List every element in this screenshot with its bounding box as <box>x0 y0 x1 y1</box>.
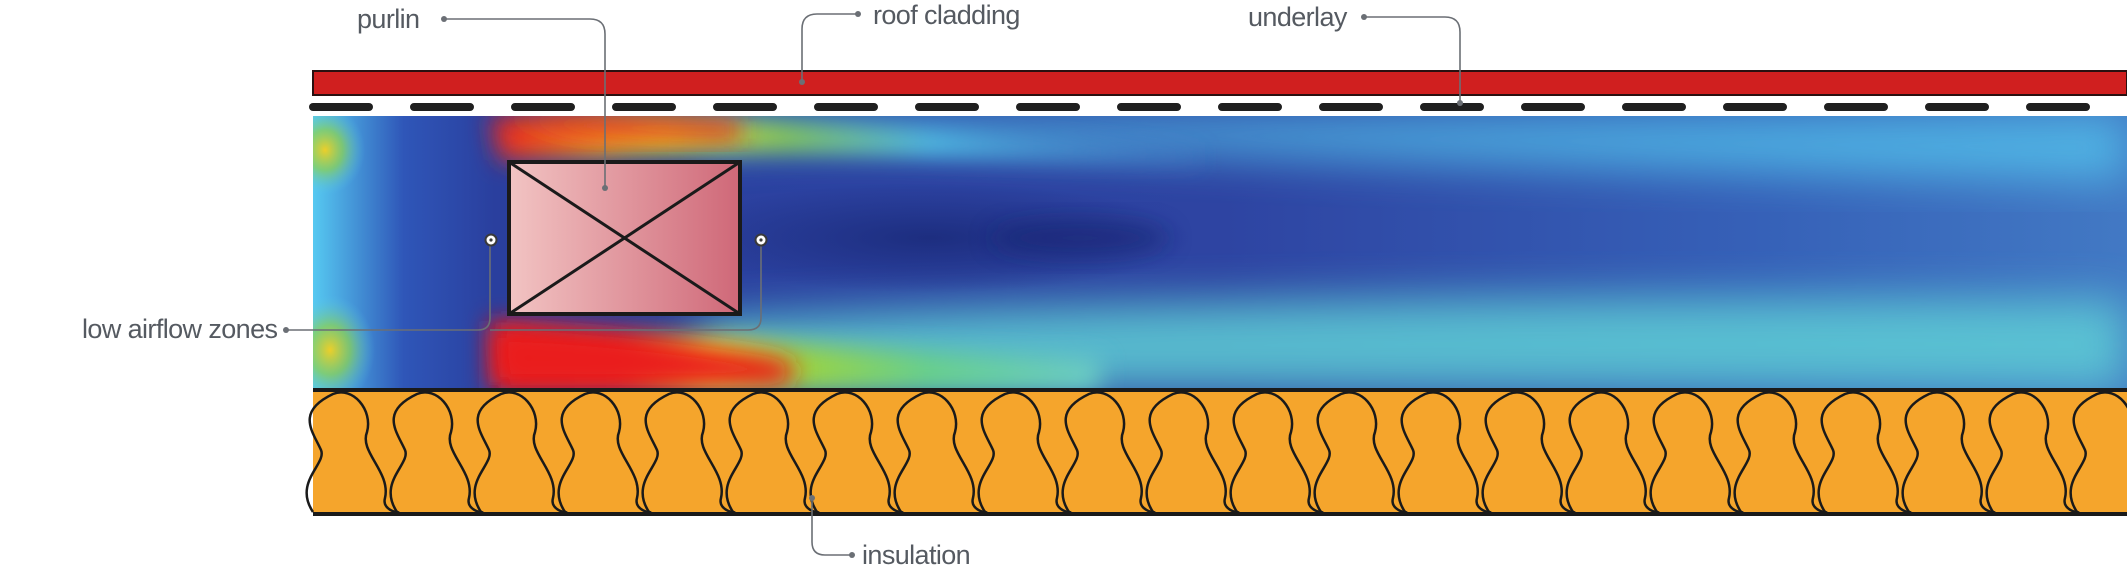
insulation-coil <box>1145 391 1240 514</box>
insulation-coil <box>2069 391 2127 513</box>
purlin-label: purlin <box>357 4 420 34</box>
airflow-leader-right <box>490 240 762 331</box>
insulation-coil <box>809 391 904 514</box>
airflow-leader-left <box>286 240 491 331</box>
underlay-label: underlay <box>1248 2 1347 32</box>
insulation-layer <box>305 388 2127 516</box>
insulation-coil <box>1229 391 1324 514</box>
underlay-leader <box>1364 16 1461 103</box>
insulation-coil <box>1565 391 1660 514</box>
insulation-coil <box>641 391 736 514</box>
insulation-coil <box>473 391 568 514</box>
insulation-leader <box>811 498 852 556</box>
leader-lines <box>286 13 1461 556</box>
insulation-coil <box>1397 391 1492 514</box>
insulation-coil <box>389 391 484 514</box>
insulation-coil <box>557 391 652 514</box>
insulation-coil <box>1733 391 1828 514</box>
purlin-leader <box>444 18 606 188</box>
insulation-coil <box>725 391 820 514</box>
cladding-leader <box>801 13 858 82</box>
insulation-coil <box>1649 391 1744 514</box>
insulation-coil <box>1061 391 1156 514</box>
insulation-label: insulation <box>862 540 971 569</box>
leader-dots <box>283 11 1463 558</box>
insulation-coil <box>1817 391 1912 514</box>
insulation-coil <box>1985 391 2080 514</box>
insulation-coil <box>1313 391 1408 514</box>
insulation-coil <box>1901 391 1996 514</box>
insulation-coil <box>1481 391 1576 514</box>
low-airflow-zones-label: low airflow zones <box>82 314 278 344</box>
insulation-coil <box>305 391 400 514</box>
roof-cladding-label: roof cladding <box>873 0 1020 30</box>
roof-cladding-layer <box>312 70 2127 96</box>
insulation-coil <box>977 391 1072 514</box>
purlin-block <box>507 160 742 316</box>
insulation-coil <box>893 391 988 514</box>
